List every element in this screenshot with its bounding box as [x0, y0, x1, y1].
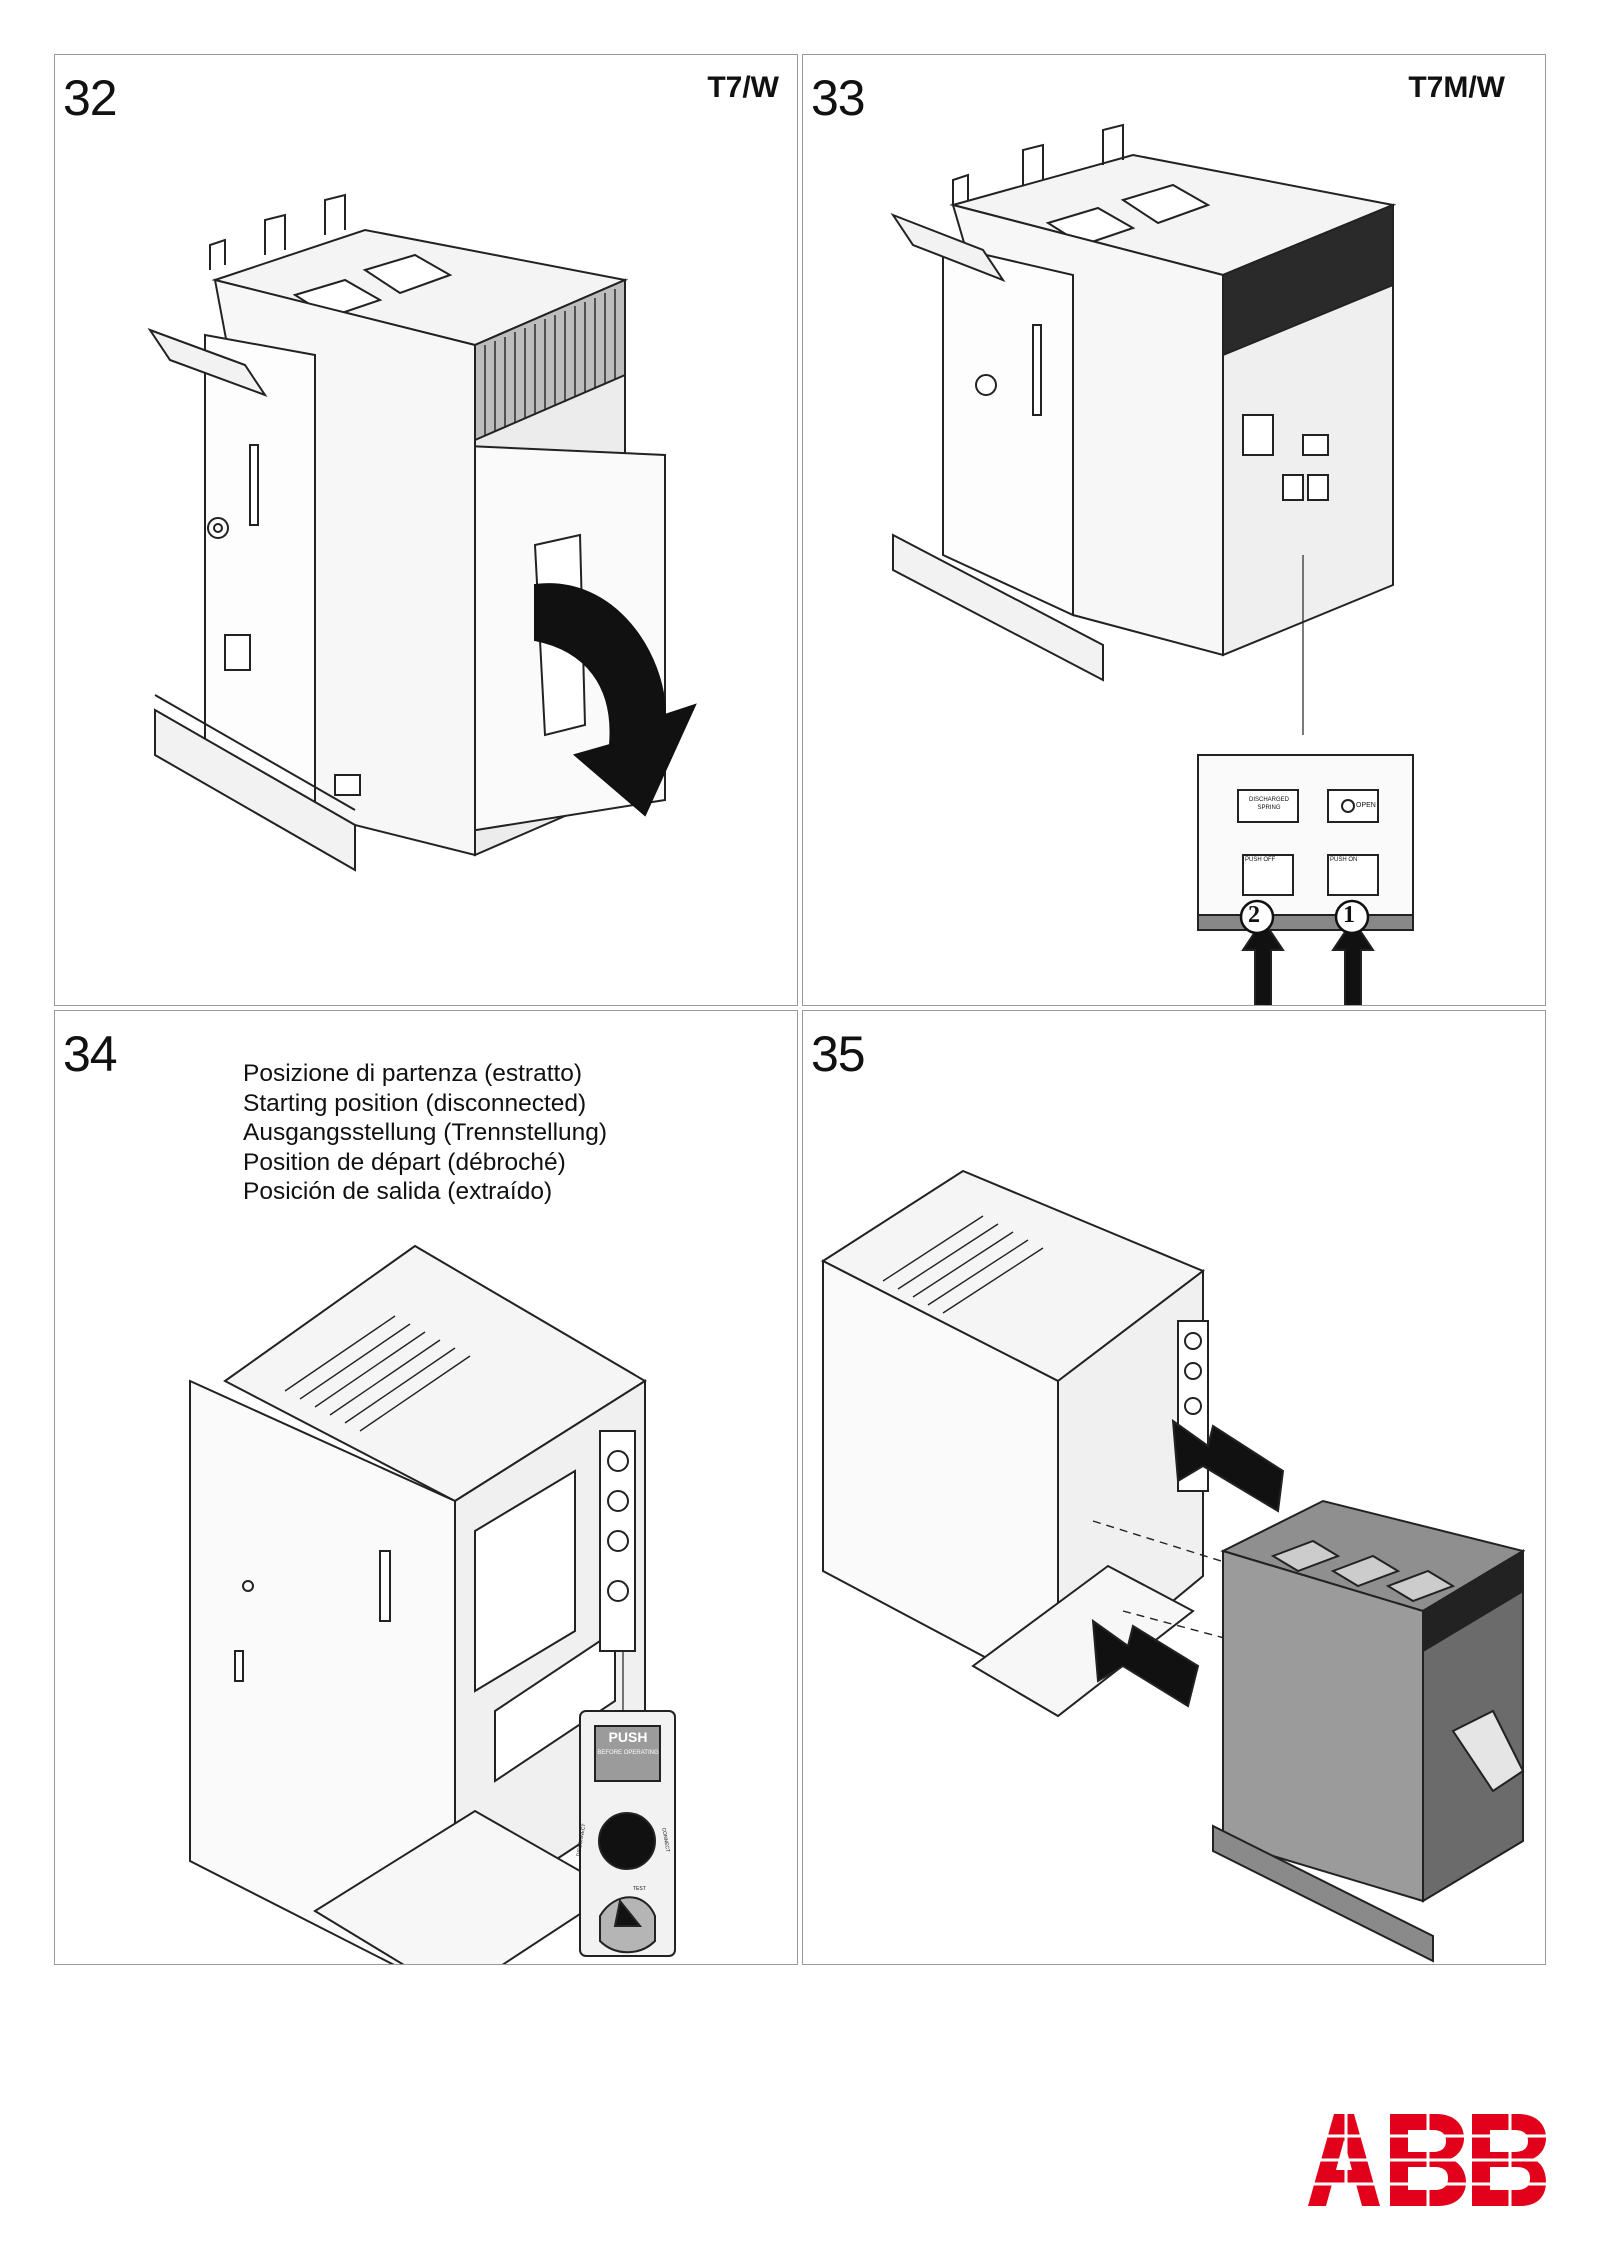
step-number: 35: [811, 1026, 866, 1082]
position-caption: Posizione di partenza (estratto) Startin…: [243, 1059, 607, 1207]
panel-step-35: 35: [802, 1010, 1546, 1965]
marker-2: 2: [1248, 902, 1260, 928]
caption-french: Position de départ (débroché): [243, 1148, 566, 1176]
marker-1: 1: [1343, 902, 1355, 928]
model-variant-label: T7/W: [707, 71, 779, 104]
abb-logo: [1306, 2112, 1546, 2208]
label-push-on: PUSH ON: [1330, 857, 1358, 863]
panel-step-33: 33 T7M/W: [802, 54, 1546, 1006]
step-number: 33: [811, 70, 866, 126]
label-open: OPEN: [1356, 802, 1376, 809]
caption-english: Starting position (disconnected): [243, 1089, 587, 1117]
label-push-off: PUSH OFF: [1245, 857, 1276, 863]
caption-spanish: Posición de salida (extraído): [243, 1178, 553, 1205]
breaker-drawing: [147, 193, 697, 872]
panel-step-32: 32 T7/W: [54, 54, 798, 1006]
cradle-drawing: [189, 1244, 676, 1964]
step-number: 32: [63, 70, 118, 126]
push-label: PUSH: [608, 1729, 648, 1745]
breaker-drawing: [890, 123, 1414, 1005]
caption-german: Ausgangsstellung (Trennstellung): [243, 1119, 608, 1146]
test-label: TEST: [633, 1886, 646, 1892]
push-sublabel: BEFORE OPERATING: [597, 1750, 659, 1756]
panel-step-34: 34 Posizione di partenza (estratto) Star…: [54, 1010, 798, 1965]
caption-italian: Posizione di partenza (estratto): [243, 1060, 583, 1087]
model-variant-label: T7M/W: [1408, 71, 1505, 104]
label-discharged-spring: DISCHARGED SPRING: [1248, 797, 1289, 811]
step-number: 34: [63, 1026, 118, 1082]
insertion-drawing: [820, 1169, 1526, 1963]
